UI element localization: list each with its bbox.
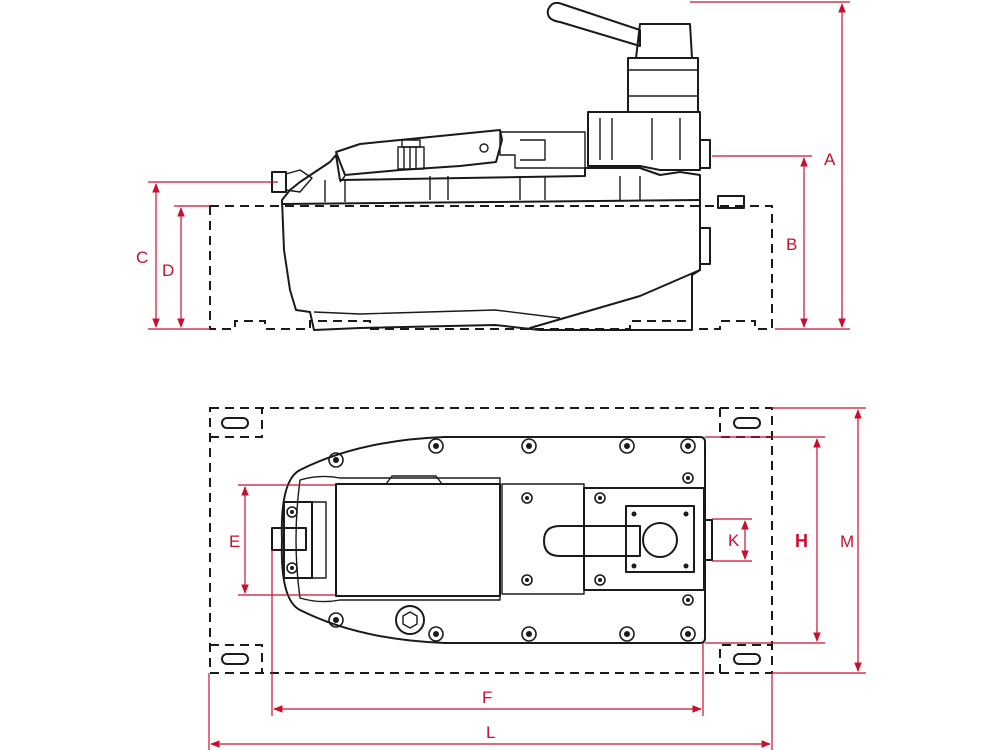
- top-view: [209, 407, 773, 674]
- base-side-port: [699, 227, 711, 265]
- center-fitting: [395, 605, 425, 635]
- valve-block: [587, 111, 701, 171]
- bolt: [286, 562, 298, 574]
- valve-bore: [642, 522, 678, 558]
- mount-tab-tr: [719, 408, 772, 438]
- bolt: [683, 511, 689, 517]
- mount-slot-tr: [733, 417, 761, 429]
- housing-base-step: [313, 309, 561, 319]
- dimensions: A B C D E F L H: [136, 1, 866, 750]
- mid-plate: [501, 483, 585, 595]
- base-top-fitting: [717, 195, 745, 209]
- pump-housing: [281, 154, 701, 331]
- left-latch-inner: [311, 501, 327, 579]
- mount-tab-tl: [210, 408, 263, 438]
- lever-top: [543, 525, 641, 557]
- housing-parting-line: [281, 199, 701, 205]
- bolt: [683, 563, 689, 569]
- bolt: [328, 452, 344, 468]
- bolt: [631, 511, 637, 517]
- dim-B-label: B: [786, 235, 797, 254]
- dim-M-label: M: [840, 532, 854, 551]
- pedal-connector-ribs: [403, 147, 417, 169]
- bolt: [594, 574, 606, 586]
- housing-ribs: [324, 176, 641, 202]
- handle-cap: [635, 23, 693, 59]
- bolt: [328, 612, 344, 628]
- bolt: [521, 574, 533, 586]
- dim-E-label: E: [229, 532, 240, 551]
- bolt: [521, 492, 533, 504]
- bolt: [521, 438, 537, 454]
- valve-block-detail: [599, 118, 681, 160]
- dim-K-label: K: [728, 531, 740, 550]
- bolt: [521, 626, 537, 642]
- top-side-port: [703, 519, 713, 561]
- bolt: [428, 438, 444, 454]
- side-view: [209, 1, 773, 331]
- housing-base-sweep: [529, 269, 701, 329]
- mount-slot-tl: [221, 417, 249, 429]
- bolt: [682, 594, 694, 606]
- pedal-notch: [385, 475, 443, 485]
- top-pedal-outline: [295, 475, 501, 603]
- pedal-connector: [397, 146, 425, 170]
- mount-tab-bl: [210, 644, 263, 673]
- dim-F-label: F: [482, 688, 492, 707]
- left-latch: [283, 501, 313, 579]
- dim-D-label: D: [162, 261, 174, 280]
- left-fitting-body: [285, 169, 313, 193]
- bolt: [619, 438, 635, 454]
- valve-plate: [625, 505, 695, 573]
- hex-nut: [402, 611, 418, 629]
- dim-A-label: A: [824, 150, 836, 169]
- left-latch-clip: [271, 527, 307, 551]
- lever-handle: [546, 1, 641, 47]
- bolt: [594, 492, 606, 504]
- top-pedal-plate: [335, 483, 501, 597]
- mount-slot-br: [733, 653, 761, 665]
- pedal-cover: [335, 129, 503, 176]
- valve-stem: [627, 57, 699, 113]
- bolt: [286, 506, 298, 518]
- bolts: [286, 438, 696, 642]
- mid-block-detail: [520, 139, 546, 161]
- bolt: [680, 438, 696, 454]
- pedal-cover-edge: [339, 175, 346, 183]
- bolt: [631, 563, 637, 569]
- dim-H-label: H: [795, 531, 808, 551]
- dim-L-label: L: [486, 723, 495, 742]
- top-housing: [280, 436, 706, 644]
- bolt: [682, 472, 694, 484]
- pedal-connector-cap: [401, 139, 421, 148]
- bolt: [619, 626, 635, 642]
- pedal-pivot: [479, 143, 489, 153]
- valve-stem-bands: [628, 69, 698, 97]
- mount-tab-br: [719, 644, 772, 673]
- dim-C-label: C: [136, 248, 148, 267]
- side-port: [699, 139, 711, 169]
- bolt: [680, 626, 696, 642]
- bolt: [428, 626, 444, 642]
- mount-slot-bl: [221, 653, 249, 665]
- mid-block: [499, 131, 586, 169]
